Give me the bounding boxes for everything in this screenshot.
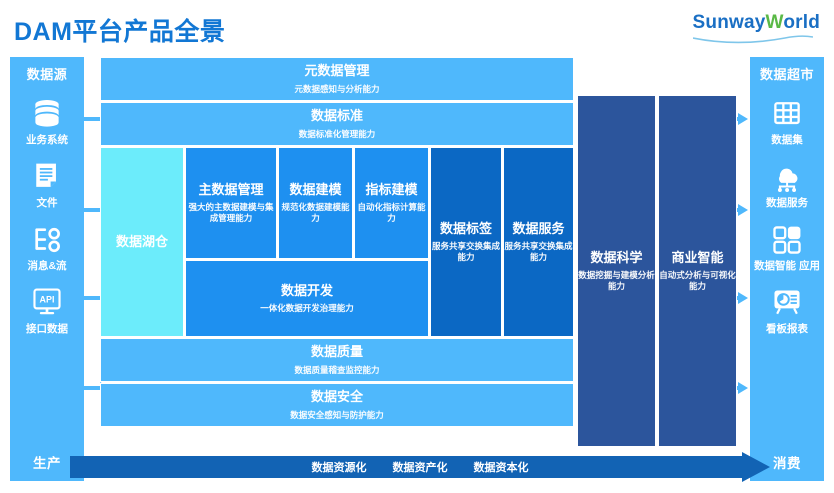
card-title: 数据安全 xyxy=(310,389,363,405)
value-chain-arrow: 数据资源化 数据资产化 数据资本化 xyxy=(70,452,770,482)
card-data-science[interactable]: 数据科学 数据挖掘与建模分析能力 xyxy=(577,95,656,447)
logo-text-sunway: Sunway xyxy=(692,12,766,33)
card-data-tag[interactable]: 数据标签 服务共享交换集成能力 xyxy=(430,147,502,337)
card-subtitle: 自动式分析与可视化能力 xyxy=(659,270,736,292)
sidebar-item-label: 消息&流 xyxy=(27,260,67,273)
card-subtitle: 服务共享交换集成能力 xyxy=(504,241,573,263)
card-data-lakehouse[interactable]: 数据湖仓 xyxy=(100,147,184,337)
data-market-panel: 数据超市 数据集 数据服务 数据智能 应用 xyxy=(750,57,824,481)
card-data-security[interactable]: 数据安全 数据安全感知与防护能力 xyxy=(100,383,574,427)
data-source-panel: 数据源 业务系统 文件 xyxy=(10,57,84,481)
page-header: DAM平台产品全景 SunwayWorld xyxy=(0,0,834,55)
cloud-service-icon xyxy=(777,168,798,193)
value-stage-label-3: 数据资本化 xyxy=(473,462,529,474)
card-master-data-management[interactable]: 主数据管理 强大的主数据建模与集成管理能力 xyxy=(185,147,277,259)
card-subtitle: 规范化数据建模能力 xyxy=(281,202,350,224)
svg-text:API: API xyxy=(40,295,55,305)
data-market-panel-footer: 消费 xyxy=(773,456,801,471)
sidebar-item-data-service[interactable]: 数据服务 xyxy=(750,160,824,209)
database-icon xyxy=(35,100,59,127)
sidebar-item-dataset[interactable]: 数据集 xyxy=(750,97,824,146)
card-subtitle: 数据挖掘与建模分析能力 xyxy=(578,270,655,292)
value-stage-label-2: 数据资产化 xyxy=(392,462,448,474)
card-title: 数据标准 xyxy=(310,108,363,124)
card-title: 数据质量 xyxy=(310,344,363,360)
capability-matrix: 元数据管理 元数据感知与分析能力 数据标准 数据标准化管理能力 数据湖仓 主数据… xyxy=(100,57,740,457)
sidebar-item-api-data[interactable]: API 接口数据 xyxy=(10,286,84,335)
card-metadata-management[interactable]: 元数据管理 元数据感知与分析能力 xyxy=(100,57,574,101)
card-title: 主数据管理 xyxy=(198,181,264,197)
card-subtitle: 元数据感知与分析能力 xyxy=(294,83,380,94)
dashboard-report-icon xyxy=(774,290,800,315)
sidebar-item-business-system[interactable]: 业务系统 xyxy=(10,97,84,146)
card-subtitle: 数据标准化管理能力 xyxy=(298,128,376,139)
data-source-panel-title: 数据源 xyxy=(26,67,68,82)
sidebar-item-label: 数据服务 xyxy=(766,197,808,210)
logo-text-orld: orld xyxy=(783,12,820,33)
sidebar-item-label: 数据集 xyxy=(771,134,803,146)
data-source-panel-footer: 生产 xyxy=(33,456,61,471)
card-data-modeling[interactable]: 数据建模 规范化数据建模能力 xyxy=(278,147,353,259)
card-subtitle: 强大的主数据建模与集成管理能力 xyxy=(188,202,274,224)
sidebar-item-dashboard-report[interactable]: 看板报表 xyxy=(750,286,824,335)
document-icon xyxy=(36,163,56,187)
value-stage-label-1: 数据资源化 xyxy=(311,462,367,474)
card-data-standard[interactable]: 数据标准 数据标准化管理能力 xyxy=(100,102,574,146)
grid-dataset-icon xyxy=(774,102,800,125)
value-chain-arrow-shape xyxy=(70,452,770,482)
card-business-intelligence[interactable]: 商业智能 自动式分析与可视化能力 xyxy=(658,95,737,447)
card-data-quality[interactable]: 数据质量 数据质量稽查监控能力 xyxy=(100,338,574,382)
card-subtitle: 服务共享交换集成能力 xyxy=(431,241,500,263)
card-data-development[interactable]: 数据开发 一体化数据开发治理能力 xyxy=(185,260,429,337)
card-metric-modeling[interactable]: 指标建模 自动化指标计算能力 xyxy=(354,147,429,259)
sidebar-item-label: 数据智能 应用 xyxy=(754,260,820,273)
card-subtitle: 数据安全感知与防护能力 xyxy=(290,409,384,420)
page-title: DAM平台产品全景 xyxy=(14,18,226,46)
brand-logo: SunwayWorld xyxy=(692,12,820,44)
card-title: 数据开发 xyxy=(280,282,333,298)
data-market-panel-title: 数据超市 xyxy=(759,67,814,82)
card-title: 数据标签 xyxy=(439,220,492,236)
card-title: 指标建模 xyxy=(365,181,418,197)
sidebar-item-message-stream[interactable]: 消息&流 xyxy=(10,223,84,272)
card-subtitle: 一体化数据开发治理能力 xyxy=(260,303,354,314)
card-title: 数据湖仓 xyxy=(115,234,168,250)
card-title: 数据服务 xyxy=(512,220,565,236)
sidebar-item-file[interactable]: 文件 xyxy=(10,160,84,209)
card-title: 商业智能 xyxy=(671,249,724,265)
sidebar-item-intelligent-app[interactable]: 数据智能 应用 xyxy=(750,223,824,272)
logo-swoosh-icon xyxy=(692,35,813,44)
card-data-service[interactable]: 数据服务 服务共享交换集成能力 xyxy=(503,147,574,337)
sidebar-item-label: 看板报表 xyxy=(766,323,808,336)
app-blocks-icon xyxy=(773,226,801,254)
card-subtitle: 自动化指标计算能力 xyxy=(357,202,426,224)
logo-text-w: W xyxy=(765,12,784,33)
sidebar-item-label: 业务系统 xyxy=(26,134,68,146)
card-title: 数据建模 xyxy=(289,181,342,197)
card-title: 元数据管理 xyxy=(304,63,370,79)
message-stream-icon xyxy=(35,228,60,253)
sidebar-item-label: 接口数据 xyxy=(26,323,68,336)
card-subtitle: 数据质量稽查监控能力 xyxy=(294,364,380,375)
card-title: 数据科学 xyxy=(590,249,643,265)
api-monitor-icon: API xyxy=(33,288,61,315)
sidebar-item-label: 文件 xyxy=(36,197,58,210)
